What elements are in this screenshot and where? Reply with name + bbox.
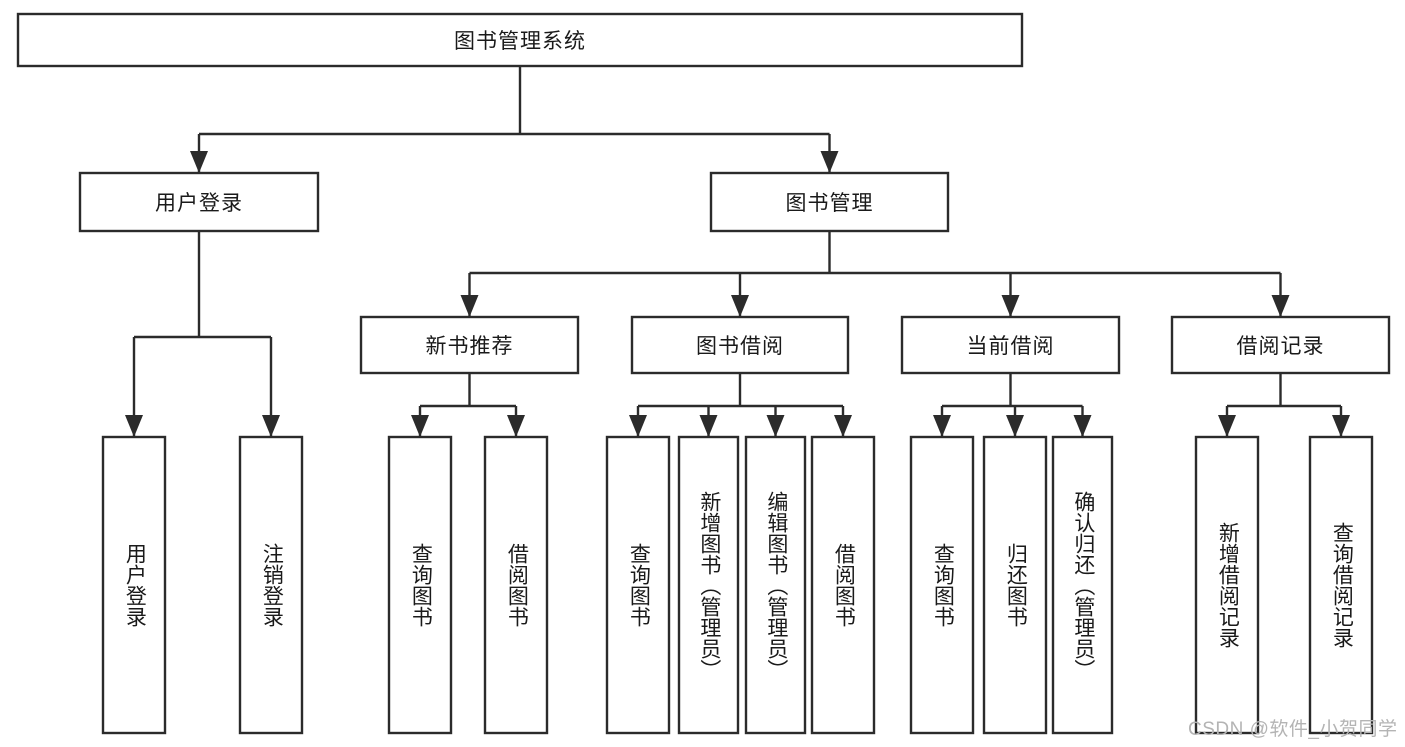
csdn-watermark: CSDN @软件_小贺同学 [1188, 719, 1398, 740]
arrow-head-icon-leaf-query-borrow-record [1332, 415, 1350, 437]
node-box-leaf-borrow-book-recommend[interactable] [483, 435, 549, 735]
node-box-leaf-return-book[interactable] [982, 435, 1048, 735]
node-box-leaf-query-book-current[interactable] [909, 435, 975, 735]
arrow-head-icon-leaf-edit-book [766, 415, 785, 437]
arrow-head-icon-book-manage [820, 151, 839, 173]
connectors-layer [125, 66, 1350, 437]
arrow-head-icon-current-borrow [1001, 295, 1020, 317]
arrow-head-icon-new-book-recommend [460, 295, 479, 317]
arrow-head-icon-leaf-logout [262, 415, 280, 437]
arrow-head-icon-borrow-record [1271, 295, 1290, 317]
arrow-head-icon-leaf-borrow-book [834, 415, 852, 437]
node-box-leaf-query-borrow-record[interactable] [1308, 435, 1374, 735]
node-box-leaf-confirm-return[interactable] [1051, 435, 1114, 735]
arrow-head-icon-leaf-query-book-recommend [411, 415, 429, 437]
node-box-leaf-query-book-borrow[interactable] [605, 435, 671, 735]
node-box-leaf-user-login[interactable] [101, 435, 167, 735]
node-box-book-borrow[interactable] [630, 315, 850, 375]
node-box-leaf-add-borrow-record[interactable] [1194, 435, 1260, 735]
arrow-head-icon-leaf-add-book [699, 415, 718, 437]
node-box-root[interactable] [16, 12, 1024, 68]
arrow-head-icon-leaf-user-login [125, 415, 143, 437]
arrow-head-icon-leaf-confirm-return [1073, 415, 1092, 437]
node-box-book-manage[interactable] [709, 171, 950, 233]
node-box-leaf-edit-book[interactable] [744, 435, 807, 735]
node-box-new-book-recommend[interactable] [359, 315, 580, 375]
arrow-head-icon-leaf-add-borrow-record [1218, 415, 1236, 437]
arrow-head-icon-user-login [190, 151, 208, 173]
node-box-user-login[interactable] [78, 171, 320, 233]
node-box-leaf-logout[interactable] [238, 435, 304, 735]
arrow-head-icon-leaf-borrow-book-recommend [507, 415, 525, 437]
arrow-head-icon-leaf-query-book-borrow [629, 415, 647, 437]
arrow-head-icon-leaf-return-book [1006, 415, 1024, 437]
node-box-leaf-add-book[interactable] [677, 435, 740, 735]
node-box-current-borrow[interactable] [900, 315, 1121, 375]
arrow-head-icon-leaf-query-book-current [933, 415, 951, 437]
node-box-leaf-query-book-recommend[interactable] [387, 435, 453, 735]
boxes-layer [16, 12, 1391, 735]
node-box-leaf-borrow-book[interactable] [810, 435, 876, 735]
node-box-borrow-record[interactable] [1170, 315, 1391, 375]
arrow-head-icon-book-borrow [731, 295, 749, 317]
